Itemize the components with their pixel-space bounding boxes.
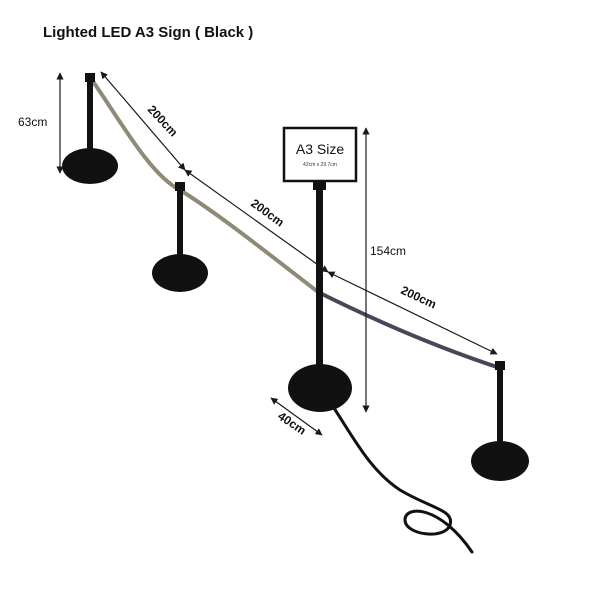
- page-title: Lighted LED A3 Sign ( Black ): [43, 24, 254, 41]
- dim-label-rope-1: 200cm: [145, 102, 181, 139]
- sign-size-text: 42cm x 29.7cm: [303, 162, 337, 168]
- dim-label-rope-3: 200cm: [399, 283, 439, 311]
- dim-line-rope-1: [100, 71, 186, 171]
- rope-purple: [316, 290, 502, 370]
- power-cable: [330, 403, 474, 554]
- dim-line-base-diameter: [270, 397, 323, 436]
- stanchion-post-1: [62, 73, 118, 184]
- dim-line-rope-2: [184, 169, 329, 273]
- dim-line-rope-3: [327, 271, 498, 355]
- sign-label: A3 Size: [296, 141, 344, 157]
- dim-label-rope-2: 200cm: [248, 196, 286, 229]
- stanchion-post-4: [471, 361, 529, 481]
- dim-label-post-height: 63cm: [18, 115, 47, 129]
- rope-beige: [90, 78, 320, 294]
- a3-sign-frame: A3 Size 42cm x 29.7cm: [282, 126, 358, 183]
- stanchion-post-2: [152, 182, 208, 292]
- dim-label-sign-height: 154cm: [370, 244, 406, 258]
- sign-post: [288, 180, 352, 412]
